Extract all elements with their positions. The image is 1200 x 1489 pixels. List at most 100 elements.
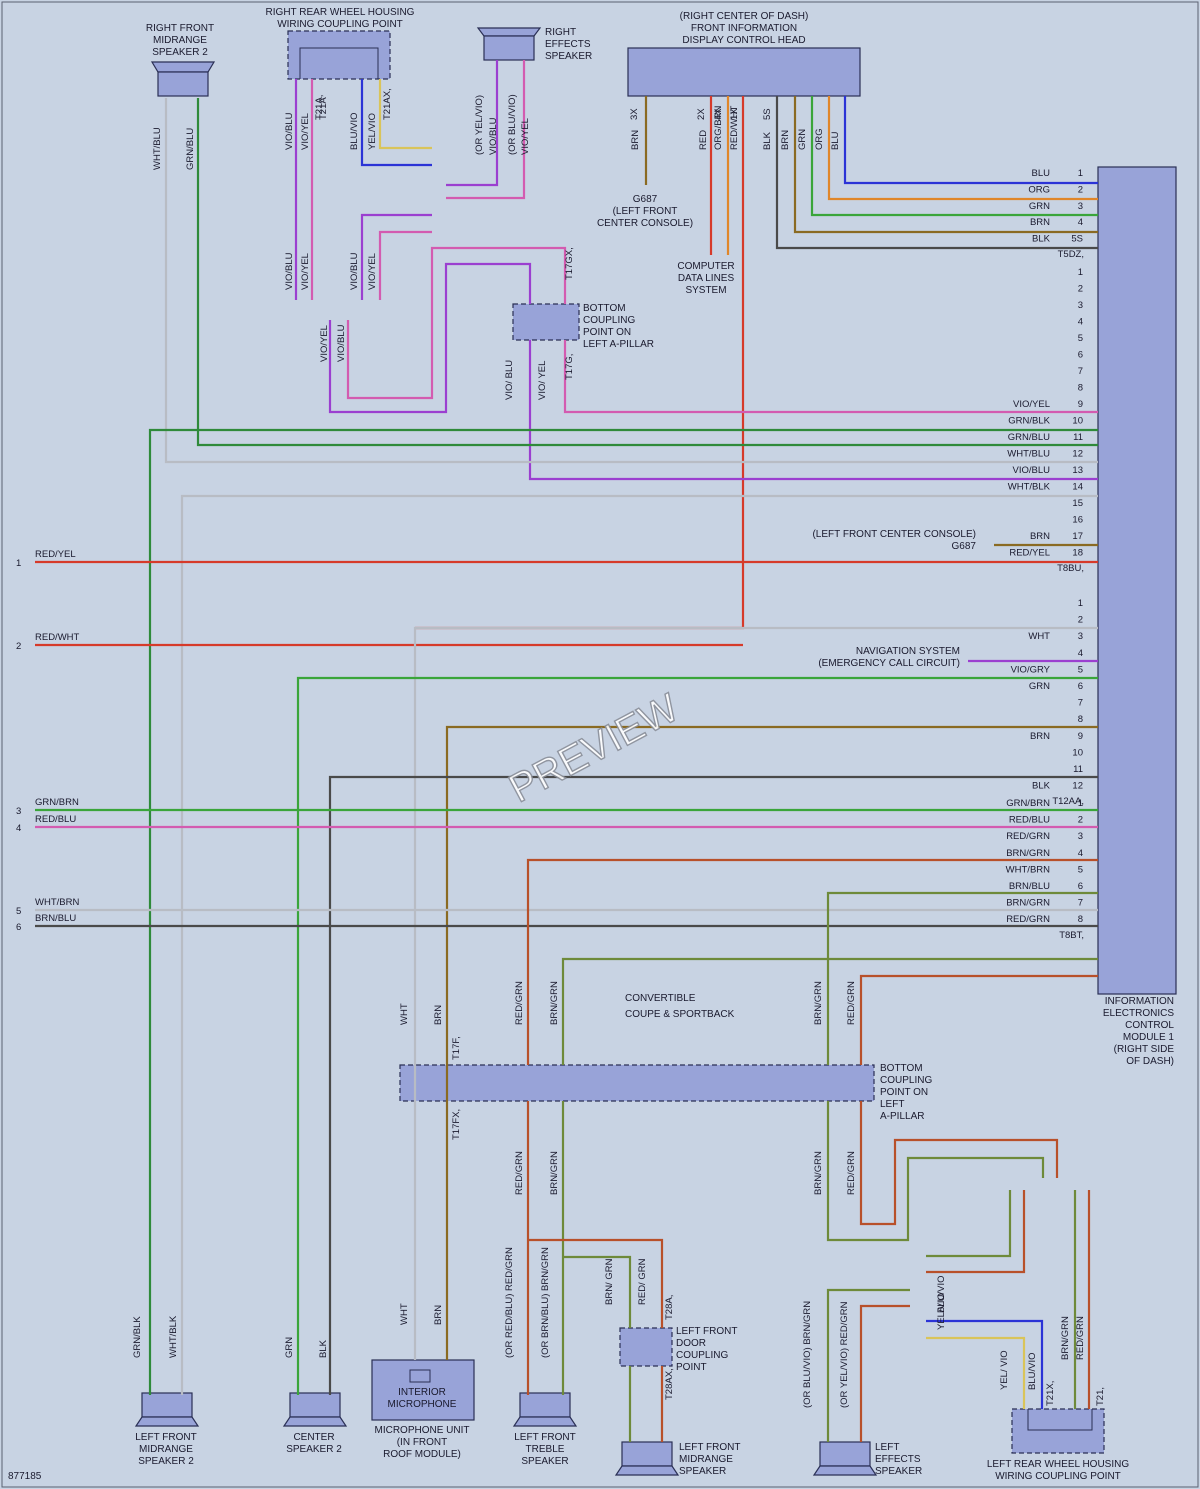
pin-color-T8BT-2: RED/BLU: [1009, 815, 1050, 826]
wire-label-2: VIO/BLU: [284, 112, 295, 150]
pin-num-T12AA-11: 11: [1073, 764, 1083, 775]
pin-color-T5DZ-2: ORG: [1028, 184, 1050, 195]
wire-vioyel-loop: [346, 246, 567, 400]
pin-num-T8BU-3: 3: [1078, 300, 1083, 311]
pin-num-T12AA-1: 1: [1078, 598, 1083, 609]
wire-label-55: RED/GRN: [1075, 1316, 1086, 1360]
connector-id-T17GX: T17GX,: [564, 247, 575, 280]
wire-redgrn-c2: [926, 1190, 1026, 1274]
wire-vioblu-2: [360, 213, 432, 300]
pin-num-T8BU-8: 8: [1078, 383, 1083, 394]
pin-color-T8BU-13: VIO/BLU: [1013, 465, 1051, 476]
left-terminal-color-2: RED/WHT: [35, 632, 80, 643]
pin-num-T8BU-12: 12: [1072, 449, 1083, 460]
wire-vioyel-9: [563, 340, 1098, 414]
wire-blk: [775, 96, 1098, 250]
pin-color-T12AA-9: BRN: [1030, 731, 1050, 742]
wire-label-45: (OR YEL/VIO) RED/GRN: [839, 1301, 850, 1408]
wire-redgrn-8: [859, 974, 1098, 1065]
wire-grnblk-10: [148, 428, 1098, 1395]
wire-label-40: (OR RED/BLU) RED/GRN: [504, 1247, 515, 1358]
wire-label-54: BRN/GRN: [1060, 1316, 1071, 1360]
wire-label-10: VIO/YEL: [520, 118, 531, 155]
wire-label-34: GRN/BLK: [132, 1316, 143, 1358]
pin-num-T12AA-2: 2: [1078, 615, 1083, 626]
wire-label-28: WHT: [399, 1003, 410, 1025]
wire-label-14: RED/WHT: [729, 105, 740, 150]
wire-l-effects-1: [826, 1288, 910, 1442]
pin-num-T8BU-13: 13: [1072, 465, 1083, 476]
wire-label-47: BRN/GRN: [549, 1151, 560, 1195]
connector-id-T17F: T17F,: [451, 1036, 462, 1060]
wires: [35, 60, 1098, 1442]
pin-num-T8BU-14: 14: [1072, 482, 1083, 493]
wire-label-43: RED/ GRN: [637, 1258, 648, 1305]
wire-yelvio: [378, 79, 432, 150]
pin-color-T8BT-4: BRN/GRN: [1006, 848, 1050, 859]
pin-num-T8BT-1: 1: [1078, 798, 1083, 809]
legend-1-label: CONVERTIBLE: [625, 993, 696, 1004]
pin-num-T12AA-4: 4: [1078, 648, 1083, 659]
wire-label-39: BRN: [433, 1305, 444, 1325]
pin-color-T12AA-12: BLK: [1032, 781, 1051, 792]
wire-yelvio-c1: [926, 1336, 1026, 1409]
wire-blk-12: [328, 775, 1098, 1395]
lf-mid2-speaker-cone: [134, 1416, 200, 1427]
left-terminal-color-4: RED/BLU: [35, 814, 76, 825]
lf-midrange-speaker: [621, 1441, 673, 1467]
wire-label-5: BLU/VIO: [349, 113, 360, 151]
wire-label-21: VIO/YEL: [300, 253, 311, 290]
left-terminal-color-1: RED/YEL: [35, 549, 76, 560]
wire-label-22: VIO/BLU: [349, 252, 360, 290]
pin-num-T8BT-3: 3: [1078, 831, 1083, 842]
connector-label-T12AA: T12AA,: [1052, 796, 1084, 807]
pin-num-T12AA-12: 12: [1072, 781, 1083, 792]
pin-num-T8BU-10: 10: [1072, 416, 1083, 427]
rf-midrange-speaker-cone: [150, 61, 216, 73]
pin-color-T8BU-11: GRN/BLU: [1008, 432, 1050, 443]
l-effects-speaker-cone: [812, 1465, 878, 1476]
connector-ids: T21A,T21AX,T17GX,T17G,T17F,T17FX,T28A,T2…: [314, 88, 1106, 1406]
pin-color-T12AA-3: WHT: [1028, 631, 1050, 642]
wire-grnblu-11: [196, 98, 1098, 447]
pin-num-T12AA-3: 3: [1078, 631, 1083, 642]
wire-brn-9: [445, 725, 1098, 1360]
wire-label-37: BLK: [318, 1339, 329, 1358]
rr-wheel-housing-connector: [287, 30, 391, 80]
wire-grn-6: [296, 676, 1098, 1395]
wire-label-46: RED/GRN: [514, 1151, 525, 1195]
wire-label-32: BRN/GRN: [813, 981, 824, 1025]
pin-num-T12AA-7: 7: [1078, 698, 1083, 709]
pin-color-T5DZ-3: GRN: [1029, 201, 1050, 212]
lf-mid2-speaker: [141, 1392, 193, 1418]
display-control-head: [627, 47, 861, 97]
wire-label-23: VIO/YEL: [367, 253, 378, 290]
pin-num-T5DZ-5S: 5S: [1071, 234, 1083, 245]
wire-label-15: BLK: [762, 131, 773, 150]
wire-brngrn-c2: [926, 1190, 1012, 1258]
pin-color-T5DZ-1: BLU: [1032, 168, 1051, 179]
pin-num-T8BT-4: 4: [1078, 848, 1083, 859]
wire-label-36: GRN: [284, 1337, 295, 1358]
wire-label-31: BRN/GRN: [549, 981, 560, 1025]
pin-num-T8BU-18: 18: [1072, 548, 1083, 559]
g687-right-label: (LEFT FRONT CENTER CONSOLE)G687: [812, 529, 976, 552]
pin-num-T8BT-8: 8: [1078, 914, 1083, 925]
pin-color-T5DZ-4: BRN: [1030, 217, 1050, 228]
lf-door-coupling-connector: [619, 1327, 673, 1367]
pin-num-T5DZ-1: 1: [1078, 168, 1083, 179]
connector-id-T17G: T17G,: [564, 354, 575, 380]
connector-id-1X: 1X: [729, 108, 740, 120]
wire-label-50: BLU/VIO: [936, 1276, 947, 1314]
microphone-element: [409, 1369, 431, 1383]
connector-id-4X: 4X: [713, 108, 724, 120]
